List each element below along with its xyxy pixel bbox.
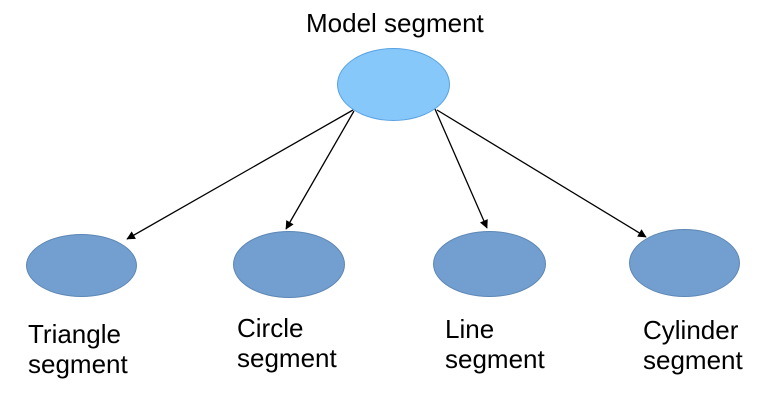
node-ellipse-circle — [233, 231, 345, 298]
node-label-circle: Circle segment — [237, 313, 337, 373]
node-label-line: Line segment — [445, 314, 545, 374]
arrow-model-to-line — [434, 108, 488, 229]
node-ellipse-triangle — [26, 234, 137, 297]
node-ellipse-line — [433, 231, 546, 297]
arrow-model-to-triangle — [126, 109, 354, 240]
arrow-model-to-cylinder — [436, 109, 647, 238]
node-ellipse-cylinder — [629, 229, 740, 297]
arrow-model-to-circle — [285, 110, 355, 230]
root-node-label: Model segment — [306, 8, 484, 38]
node-label-triangle: Triangle segment — [28, 319, 128, 379]
node-label-cylinder: Cylinder segment — [643, 315, 743, 375]
node-ellipse-model — [337, 48, 450, 121]
